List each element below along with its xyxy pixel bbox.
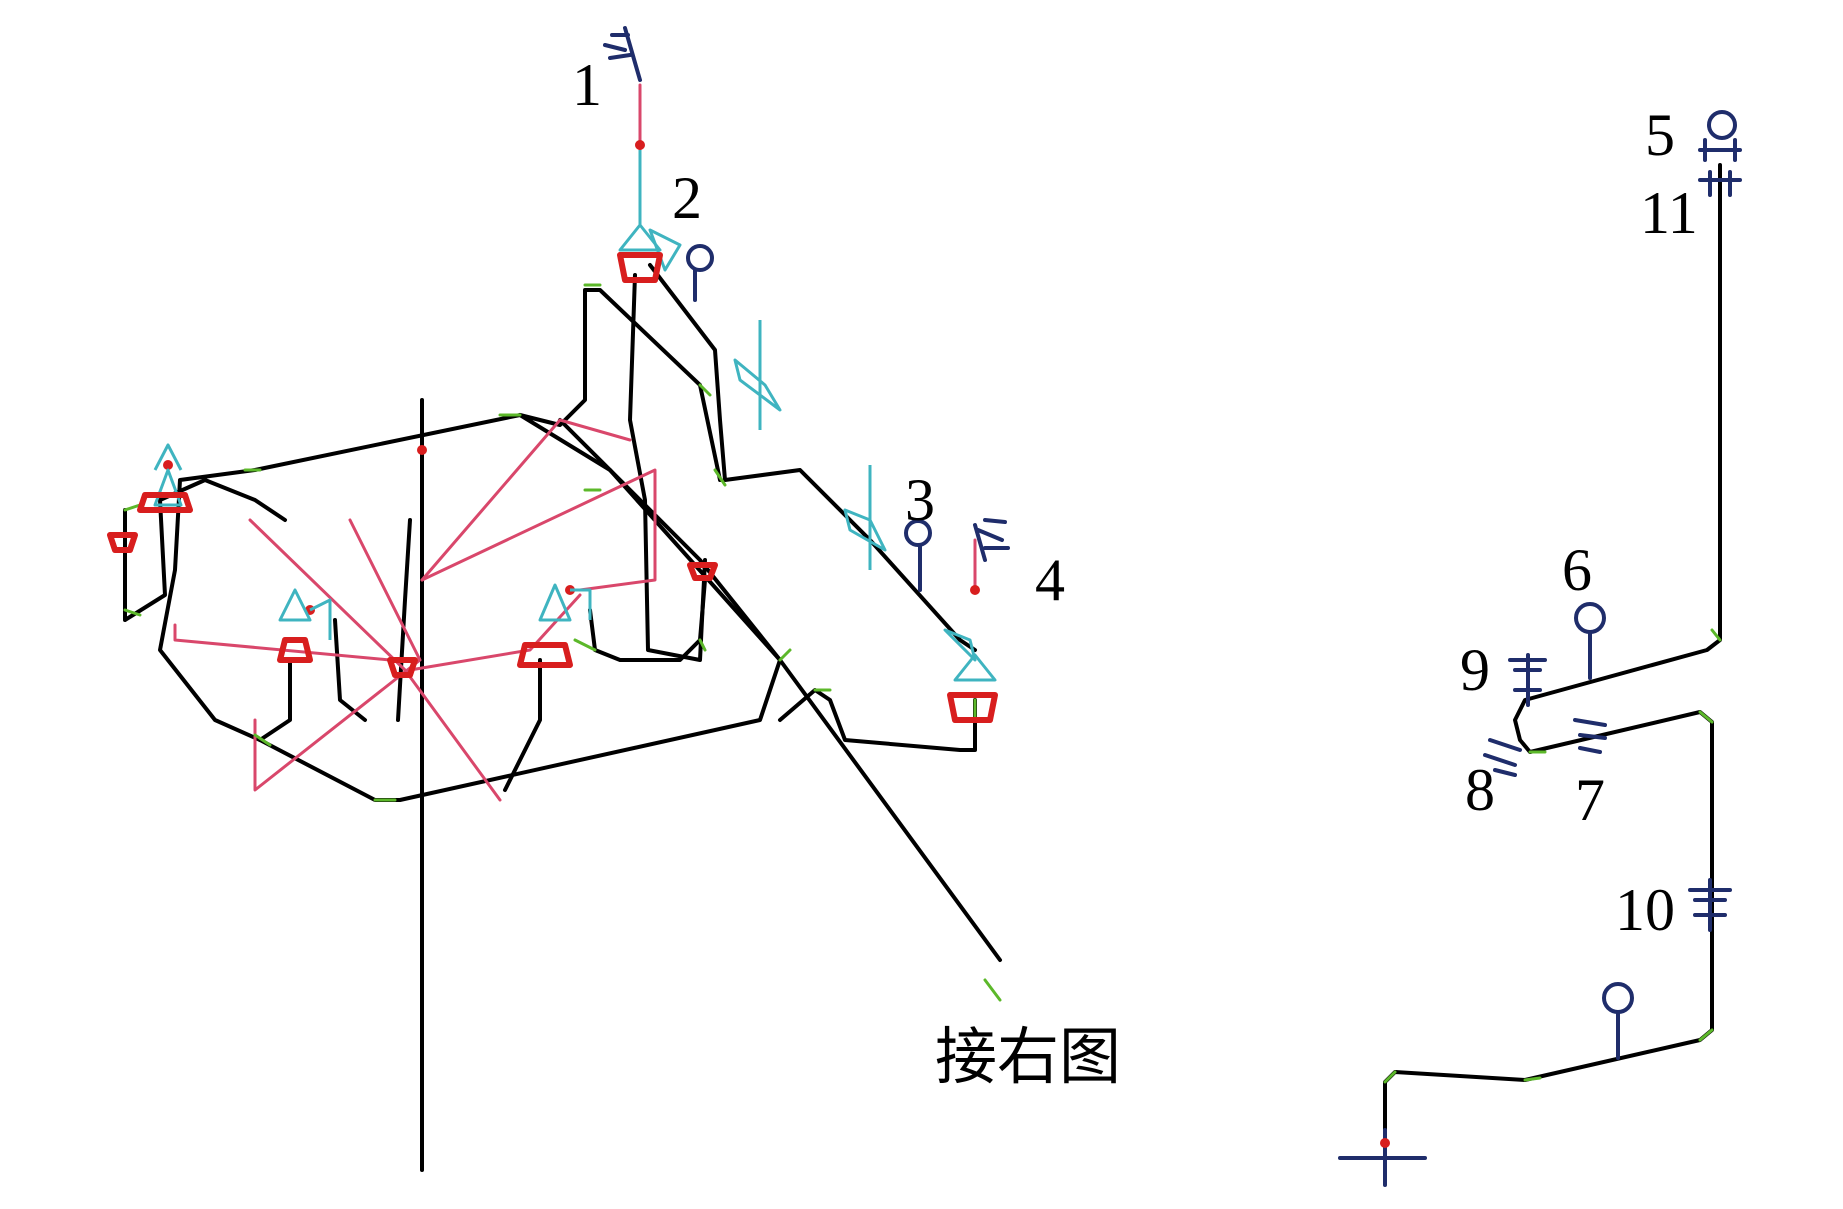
label-node-4: 4 [1035,547,1065,613]
pipe-drop-c [503,658,542,792]
pipe-top-branch [628,273,707,662]
label-node-7: 7 [1575,767,1605,833]
pipe-drop-a [258,658,292,742]
node-dots [163,140,980,615]
label-node-9: 9 [1460,637,1490,703]
flange-icon [603,26,1010,592]
label-node-6: 6 [1562,537,1592,603]
pipe-upper-diagonal [648,263,977,652]
reducer-icon [107,252,998,723]
pink-branch-group [173,83,977,802]
junction-bend-marks [123,283,1002,1002]
right-pipe-run: 5 11 6 9 8 7 10 [1338,102,1742,1187]
pipe-left-end [123,478,287,622]
junction-bend-marks-right [1383,628,1722,1084]
pipe-right-main [1383,163,1722,1172]
label-node-8: 8 [1465,757,1495,823]
label-node-5: 5 [1645,102,1675,168]
label-node-11: 11 [1640,180,1698,246]
left-pipe-network: 1 2 3 4 接右图 [107,26,1121,1172]
pipe-drop-b [333,618,367,722]
pipe-hex-loop [158,288,782,802]
pipe-drop-d [588,578,707,662]
support-icon [1483,110,1742,1060]
label-node-1: 1 [572,52,602,118]
connect-right-note: 接右图 [935,1020,1121,1093]
pipe-drop-e [396,518,412,722]
anchor-cross-icon [1338,1128,1427,1187]
valve-icon [153,150,997,682]
label-node-10: 10 [1615,877,1675,943]
label-node-3: 3 [905,467,935,533]
label-node-2: 2 [672,165,702,231]
